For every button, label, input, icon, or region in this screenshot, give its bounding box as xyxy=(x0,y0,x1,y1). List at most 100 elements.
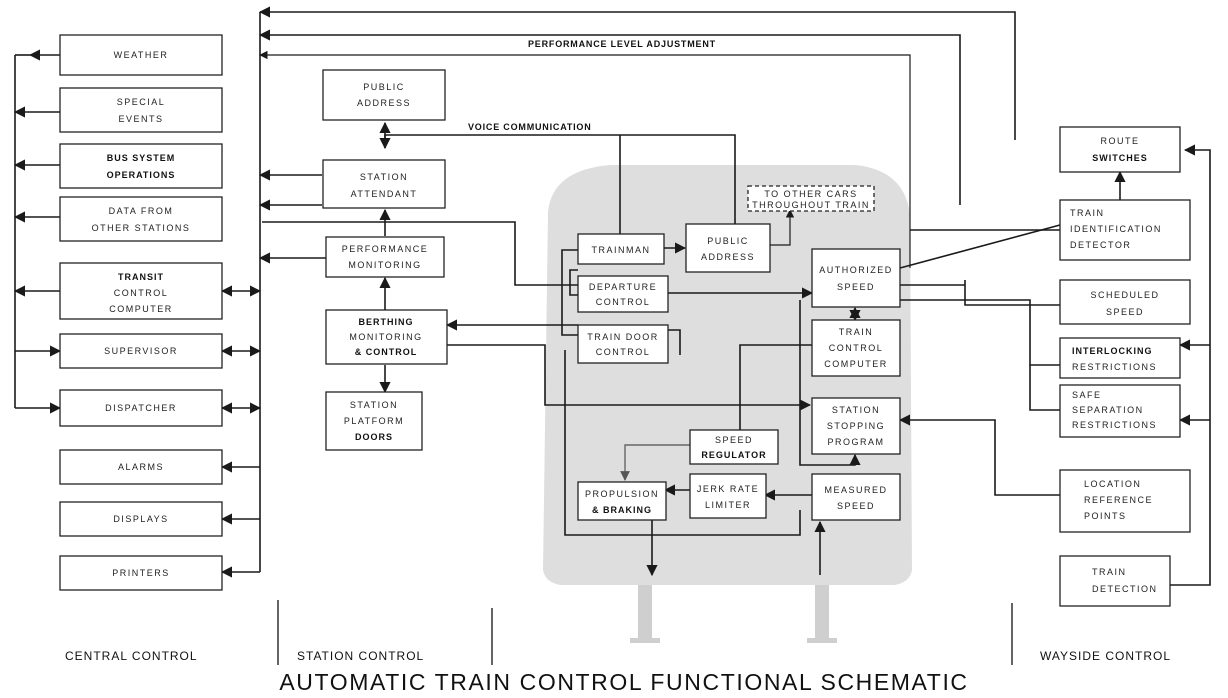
platform-doors-box[interactable]: STATION PLATFORM DOORS xyxy=(325,391,423,451)
wayside-control-group: ROUTE SWITCHES TRAIN IDENTIFICATION DETE… xyxy=(1059,126,1191,607)
dispatcher-box[interactable]: DISPATCHER xyxy=(59,389,223,427)
station-attendant-line1: STATION xyxy=(360,172,408,182)
station-stopping-line2: STOPPING xyxy=(827,421,885,431)
propulsion-line1: PROPULSION xyxy=(585,489,659,499)
train-public-address-box[interactable]: PUBLIC ADDRESS xyxy=(685,223,771,273)
trainman-label: TRAINMAN xyxy=(592,245,651,255)
weather-box[interactable]: WEATHER xyxy=(59,34,223,76)
bus-system-line1: BUS SYSTEM xyxy=(107,153,176,163)
train-leg-right xyxy=(815,585,829,640)
interlocking-box[interactable]: INTERLOCKING RESTRICTIONS xyxy=(1059,337,1181,379)
diagram-title: AUTOMATIC TRAIN CONTROL FUNCTIONAL SCHEM… xyxy=(279,669,968,695)
performance-monitoring-line1: PERFORMANCE xyxy=(342,244,429,254)
measured-speed-line2: SPEED xyxy=(837,501,875,511)
train-door-control-line1: TRAIN DOOR xyxy=(587,332,659,342)
train-door-control-box[interactable]: TRAIN DOOR CONTROL xyxy=(577,324,669,364)
berthing-box[interactable]: BERTHING MONITORING & CONTROL xyxy=(325,309,448,365)
station-public-address-line2: ADDRESS xyxy=(357,98,411,108)
train-control-computer-box[interactable]: TRAIN CONTROL COMPUTER xyxy=(811,319,901,377)
transit-computer-line1: TRANSIT xyxy=(118,272,164,282)
transit-computer-box[interactable]: TRANSIT CONTROL COMPUTER xyxy=(59,262,223,320)
trainman-box[interactable]: TRAINMAN xyxy=(577,233,665,265)
train-leg-left xyxy=(638,585,652,640)
train-id-line3: DETECTOR xyxy=(1070,240,1131,250)
platform-doors-line1: STATION xyxy=(350,400,398,410)
jerk-rate-line2: LIMITER xyxy=(705,500,751,510)
printers-label: PRINTERS xyxy=(112,568,170,578)
weather-label: WEATHER xyxy=(114,50,169,60)
other-cars-line1: TO OTHER CARS xyxy=(764,189,857,199)
location-ref-line3: POINTS xyxy=(1084,511,1127,521)
safe-separation-box[interactable]: SAFE SEPARATION RESTRICTIONS xyxy=(1059,384,1181,438)
station-control-label: STATION CONTROL xyxy=(297,649,424,663)
berthing-line1: BERTHING xyxy=(359,317,414,327)
data-stations-line1: DATA FROM xyxy=(109,206,174,216)
train-detection-box[interactable]: TRAIN DETECTION xyxy=(1059,555,1171,607)
authorized-speed-box[interactable]: AUTHORIZED SPEED xyxy=(811,248,901,308)
train-control-computer-line2: CONTROL xyxy=(829,343,884,353)
printers-box[interactable]: PRINTERS xyxy=(59,555,223,591)
platform-doors-line3: DOORS xyxy=(355,432,393,442)
central-control-label: CENTRAL CONTROL xyxy=(65,649,198,663)
safe-separation-line1: SAFE xyxy=(1072,390,1102,400)
station-stopping-box[interactable]: STATION STOPPING PROGRAM xyxy=(811,397,901,455)
train-foot-left xyxy=(630,638,660,643)
dispatcher-label: DISPATCHER xyxy=(105,403,177,413)
measured-speed-line1: MEASURED xyxy=(824,485,887,495)
station-stopping-line3: PROGRAM xyxy=(827,437,884,447)
station-control-group: PUBLIC ADDRESS STATION ATTENDANT PERFORM… xyxy=(322,69,448,451)
schedule-speed-line1: SCHEDULED xyxy=(1090,290,1159,300)
other-cars-line2: THROUGHOUT TRAIN xyxy=(752,200,870,210)
schedule-speed-box[interactable]: SCHEDULED SPEED xyxy=(1059,279,1191,325)
train-control-computer-line1: TRAIN xyxy=(839,327,874,337)
interlocking-line1: INTERLOCKING xyxy=(1072,346,1153,356)
alarms-label: ALARMS xyxy=(118,462,164,472)
train-id-box[interactable]: TRAIN IDENTIFICATION DETECTOR xyxy=(1059,199,1191,261)
performance-level-adjustment-label: PERFORMANCE LEVEL ADJUSTMENT xyxy=(528,39,716,49)
alarms-box[interactable]: ALARMS xyxy=(59,449,223,485)
train-control-computer-line3: COMPUTER xyxy=(824,359,888,369)
jerk-rate-line1: JERK RATE xyxy=(697,484,759,494)
connection-wires xyxy=(13,6,1211,586)
station-public-address-line1: PUBLIC xyxy=(363,82,405,92)
train-id-line2: IDENTIFICATION xyxy=(1070,224,1162,234)
berthing-line3: & CONTROL xyxy=(355,347,418,357)
departure-control-box[interactable]: DEPARTURE CONTROL xyxy=(577,275,669,313)
data-stations-box[interactable]: DATA FROM OTHER STATIONS xyxy=(59,196,223,242)
bus-system-line2: OPERATIONS xyxy=(107,170,176,180)
route-switches-line2: SWITCHES xyxy=(1092,153,1148,163)
station-public-address-box[interactable]: PUBLIC ADDRESS xyxy=(322,69,446,121)
transit-computer-line2: CONTROL xyxy=(114,288,169,298)
voice-communication-label: VOICE COMMUNICATION xyxy=(468,122,592,132)
location-ref-line2: REFERENCE xyxy=(1084,495,1153,505)
train-public-address-line1: PUBLIC xyxy=(707,236,749,246)
speed-regulator-box[interactable]: SPEED REGULATOR xyxy=(689,429,779,465)
train-door-control-line2: CONTROL xyxy=(596,347,651,357)
jerk-rate-box[interactable]: JERK RATE LIMITER xyxy=(689,473,767,519)
train-control-group: TO OTHER CARS THROUGHOUT TRAIN TRAINMAN … xyxy=(577,185,901,521)
propulsion-line2: & BRAKING xyxy=(592,505,652,515)
route-switches-line1: ROUTE xyxy=(1101,136,1140,146)
propulsion-box[interactable]: PROPULSION & BRAKING xyxy=(577,481,667,521)
station-attendant-box[interactable]: STATION ATTENDANT xyxy=(322,159,446,209)
special-events-box[interactable]: SPECIAL EVENTS xyxy=(59,87,223,133)
performance-monitoring-box[interactable]: PERFORMANCE MONITORING xyxy=(325,236,445,278)
speed-regulator-line1: SPEED xyxy=(715,435,753,445)
displays-box[interactable]: DISPLAYS xyxy=(59,501,223,537)
bus-system-box[interactable]: BUS SYSTEM OPERATIONS xyxy=(59,143,223,189)
transit-computer-line3: COMPUTER xyxy=(109,304,173,314)
authorized-speed-line1: AUTHORIZED xyxy=(819,265,893,275)
measured-speed-box[interactable]: MEASURED SPEED xyxy=(811,473,901,521)
location-ref-line1: LOCATION xyxy=(1084,479,1141,489)
train-foot-right xyxy=(807,638,837,643)
location-ref-box[interactable]: LOCATION REFERENCE POINTS xyxy=(1059,469,1191,533)
departure-control-line2: CONTROL xyxy=(596,297,651,307)
other-cars-box[interactable]: TO OTHER CARS THROUGHOUT TRAIN xyxy=(747,185,875,212)
safe-separation-line2: SEPARATION xyxy=(1072,405,1144,415)
route-switches-box[interactable]: ROUTE SWITCHES xyxy=(1059,126,1181,173)
schedule-speed-line2: SPEED xyxy=(1106,307,1144,317)
special-events-line1: SPECIAL xyxy=(117,97,166,107)
supervisor-box[interactable]: SUPERVISOR xyxy=(59,333,223,369)
central-control-group: WEATHER SPECIAL EVENTS BUS SYSTEM OPERAT… xyxy=(59,34,223,591)
